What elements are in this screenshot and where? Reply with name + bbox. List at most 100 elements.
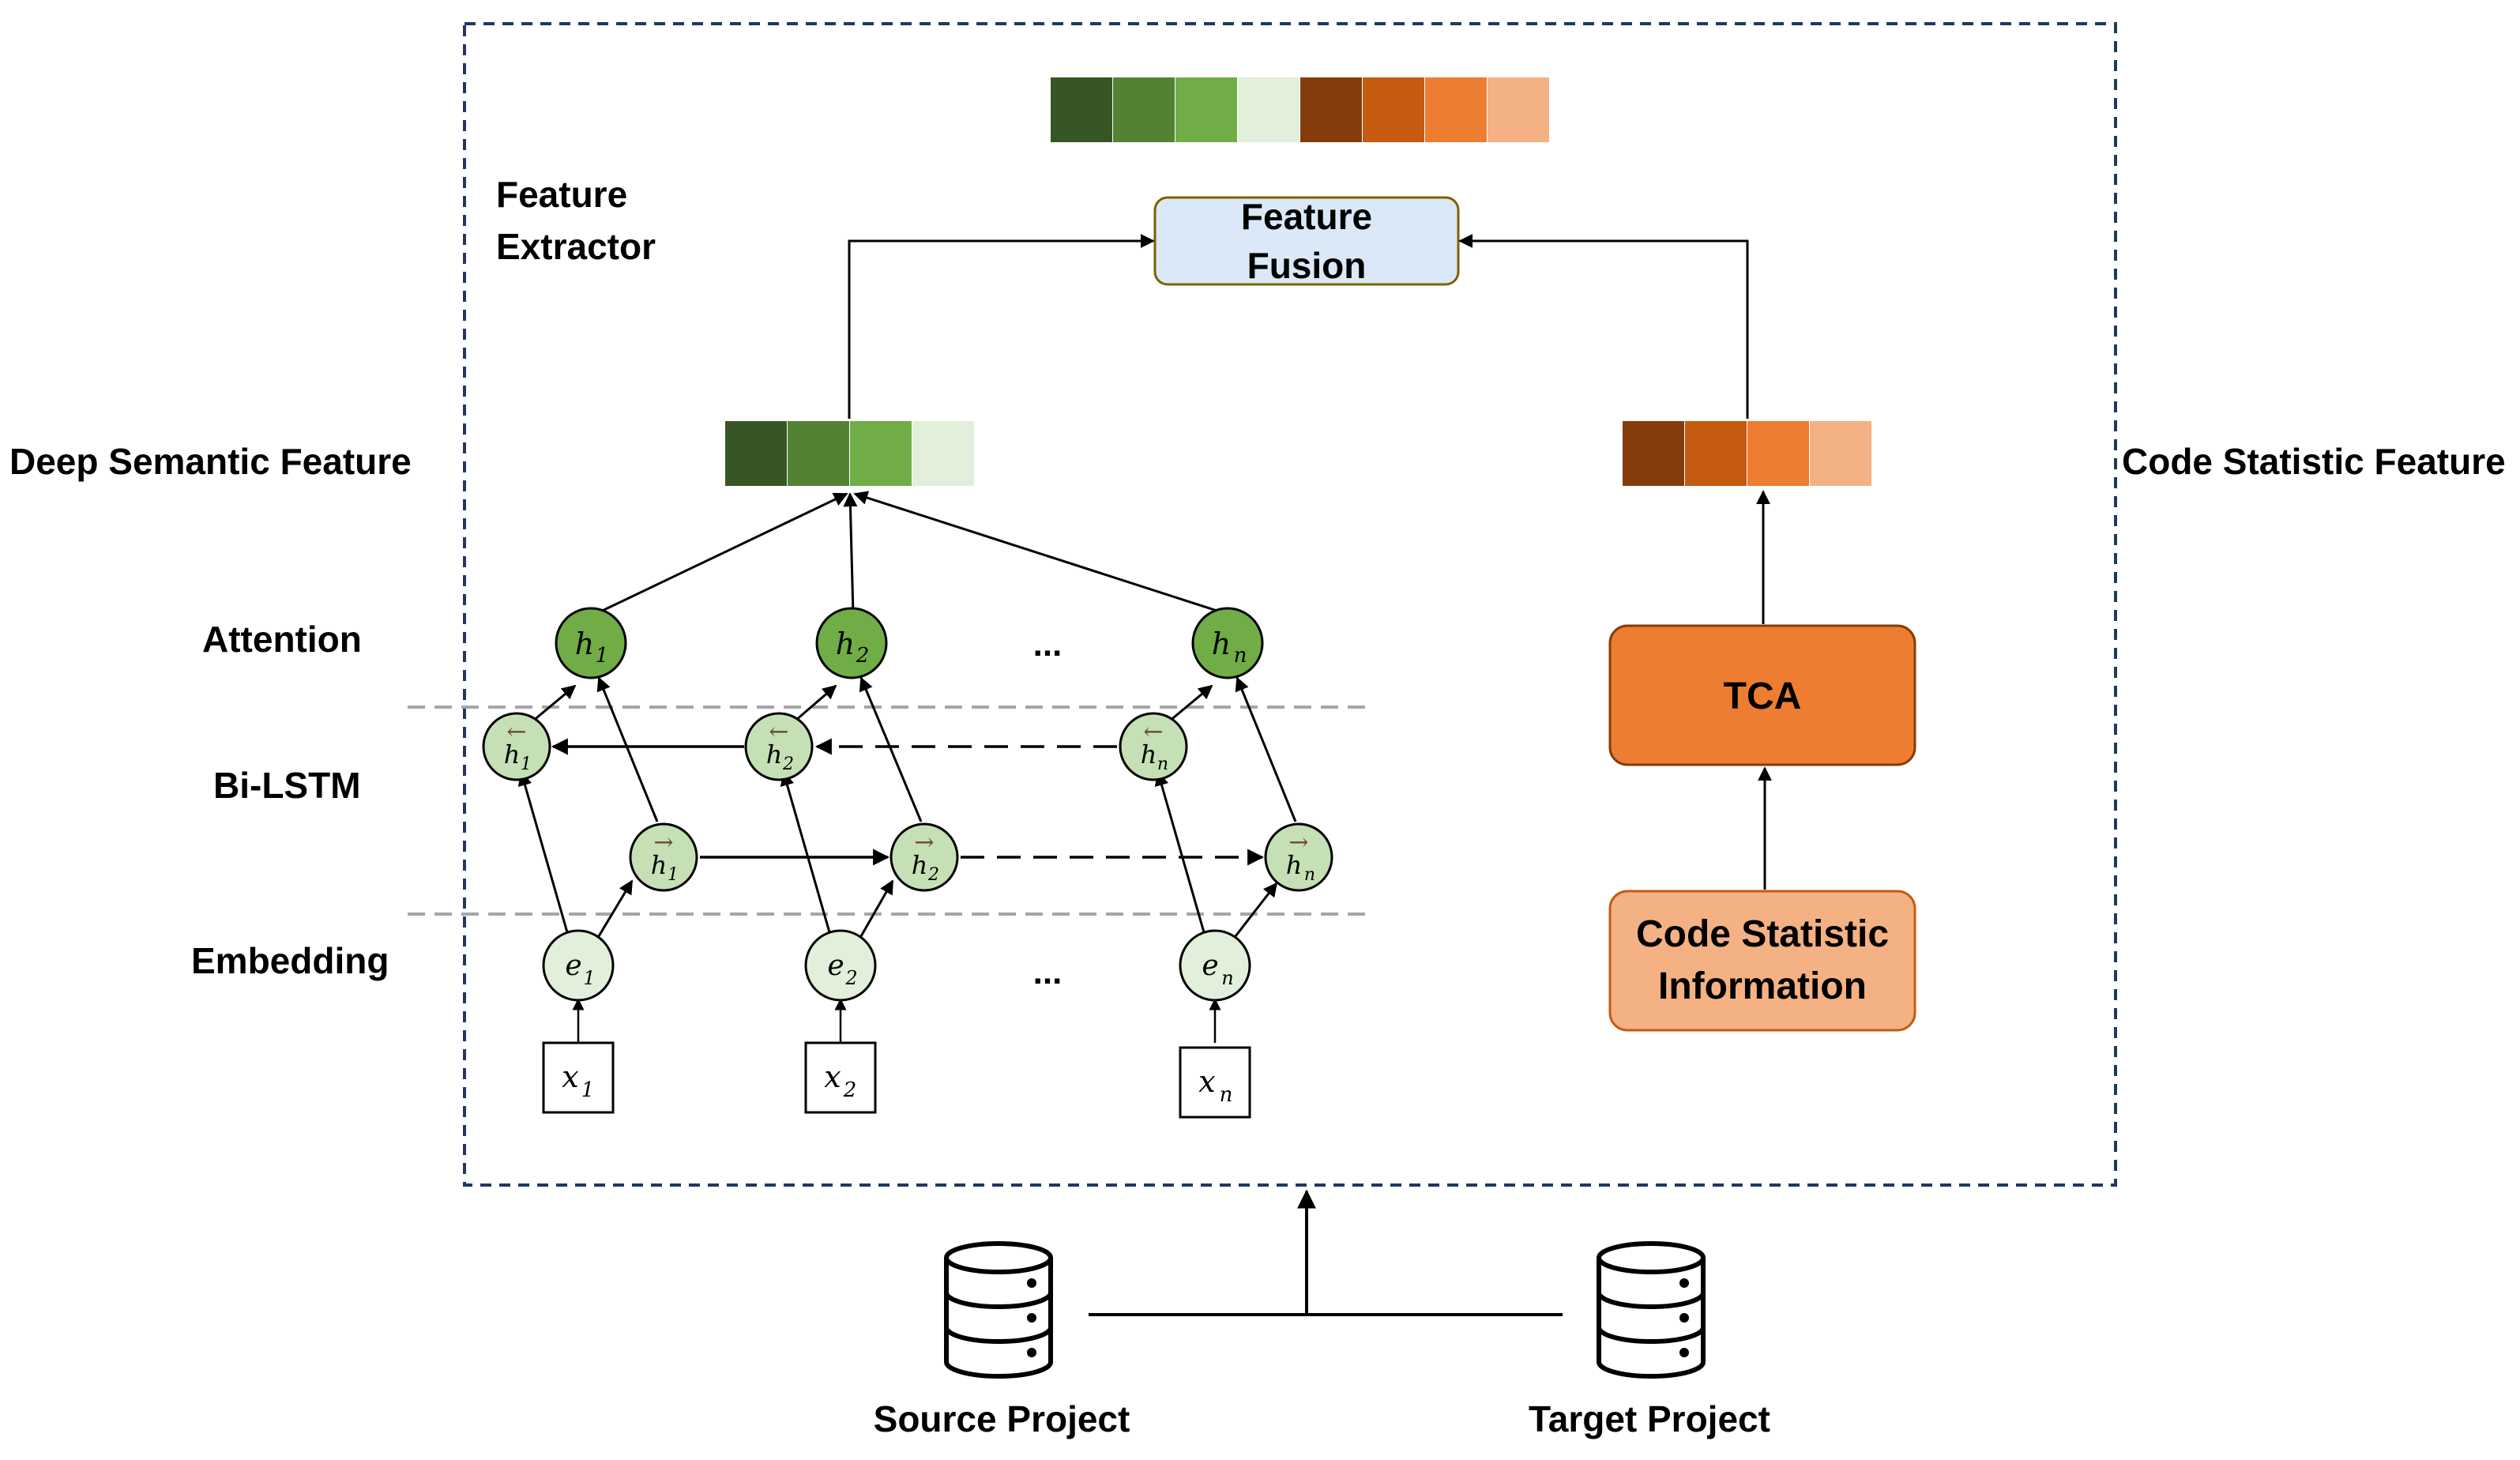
backward-label-1: h [504,739,521,770]
arrow-en-bwn [1154,771,1205,933]
input-label-2: x [824,1059,841,1094]
semantic-cell-4 [912,421,974,486]
embedding-ellipsis: ... [1033,953,1063,992]
arrow-attn-to-semantic [853,491,1230,616]
forward-label-1: h [651,850,668,880]
input-sub-1: 1 [581,1078,595,1102]
input-sub-n: n [1220,1083,1233,1107]
backward-circle-n [1119,712,1188,781]
input-box-2 [804,1041,877,1114]
forward-label-2: h [912,850,928,880]
fused-cell-7 [1425,77,1487,142]
backward-circle-2 [744,712,814,781]
feature-fusion-box [1153,196,1460,286]
tca-label: TCA [1724,675,1802,717]
embedding-label-2: e [827,950,844,982]
arrow-e1-bw1 [517,771,569,933]
arrow-att1-to-semantic [593,492,848,616]
embedding-label: Embedding [191,940,389,981]
embedding-label-1: e [565,950,581,982]
input-box-1 [542,1041,615,1114]
feature-extractor-region [463,22,2117,1187]
code-statistic-info-label-1: Code Statistic [1636,913,1889,955]
forward-lstm-node-1: → h 1 [629,822,698,892]
input-token-2: x 2 [804,1041,877,1114]
feature-fusion-label-1: Feature [1241,196,1372,237]
embedding-sub-1: 1 [583,967,595,989]
arrow-e2-bw2 [780,771,831,933]
code-statistic-feature-vector [1623,421,1871,486]
backward-arrow-1: ← [506,718,526,746]
fused-cell-5 [1300,77,1362,142]
attention-node-1: h 1 [555,607,627,679]
fused-cell-6 [1363,77,1424,142]
attention-sub-2: 2 [856,644,870,668]
code-statistic-info-box [1608,890,1916,1032]
backward-lstm-node-2: ← h 2 [744,712,814,781]
embedding-circle-1 [542,929,615,1002]
feature-extractor-label-1: Feature [496,174,627,215]
arrow-att2-to-semantic [843,492,858,615]
target-project-label: Target Project [1529,1398,1770,1439]
arrow-semantic-to-fusion [848,234,1155,419]
arrow-en-fwn [1234,882,1278,937]
forward-circle-1 [629,822,698,892]
forward-label-n: h [1286,850,1303,880]
backward-label-2: h [766,739,783,770]
forward-lstm-node-2: → h 2 [890,822,959,892]
input-box-n [1179,1046,1251,1119]
semantic-cell-3 [850,421,912,486]
code-statistic-feature-label: Code Statistic Feature [2122,441,2506,482]
forward-sub-2: 2 [927,865,939,885]
attention-circle-2 [815,607,888,679]
fused-cell-8 [1488,77,1549,142]
backward-lstm-node-n: ← h n [1119,712,1188,781]
attention-ellipsis: ... [1033,625,1063,664]
target-db-ring-2 [1597,1326,1706,1344]
forward-arrow-2: → [914,829,934,856]
tca-box [1608,624,1916,766]
fused-cell-3 [1175,77,1237,142]
target-project-database-icon [1597,1241,1706,1379]
forward-circle-n [1264,822,1333,892]
target-db-top [1597,1241,1706,1274]
bilstm-label: Bi-LSTM [213,765,361,806]
source-project-database-icon [944,1241,1053,1379]
input-label-n: x [1198,1064,1215,1099]
deep-semantic-feature-label: Deep Semantic Feature [9,441,412,482]
embedding-node-n: e n [1179,929,1251,1002]
backward-sub-2: 2 [782,754,794,774]
source-db-dot-1 [1027,1278,1036,1288]
forward-sub-1: 1 [668,865,679,885]
input-sub-2: 2 [843,1078,857,1102]
embedding-circle-n [1179,929,1251,1002]
target-db-body [1597,1258,1706,1379]
embedding-node-1: e 1 [542,929,615,1002]
arrow-fw1-att1 [596,676,659,822]
source-project-label: Source Project [874,1398,1130,1439]
fused-feature-vector [1051,77,1549,142]
source-db-top [944,1241,1053,1274]
code-statistic-info-label-2: Information [1658,965,1867,1007]
backward-lstm-node-1: ← h 1 [482,712,551,781]
arrow-e1-fw1 [597,879,634,937]
source-db-dot-2 [1027,1313,1036,1323]
attention-circle-1 [555,607,627,679]
target-db-dot-3 [1679,1348,1689,1357]
arrow-fw2-att2 [859,676,923,822]
attention-node-n: h n [1191,607,1264,679]
backward-arrow-2: ← [769,718,788,746]
forward-lstm-node-n: → h n [1264,822,1333,892]
attention-circle-n [1191,607,1264,679]
feature-extractor-label-2: Extractor [496,226,656,267]
fused-cell-2 [1113,77,1175,142]
backward-sub-n: n [1157,754,1168,774]
attention-label-1: h [575,627,594,661]
target-db-dot-2 [1679,1313,1689,1323]
source-db-body [944,1258,1053,1379]
feature-fusion-label-2: Fusion [1247,245,1367,286]
statistic-cell-2 [1685,421,1747,486]
source-db-ring-1 [944,1292,1053,1309]
arrow-e2-fw2 [859,879,894,937]
fused-cell-1 [1051,77,1112,142]
